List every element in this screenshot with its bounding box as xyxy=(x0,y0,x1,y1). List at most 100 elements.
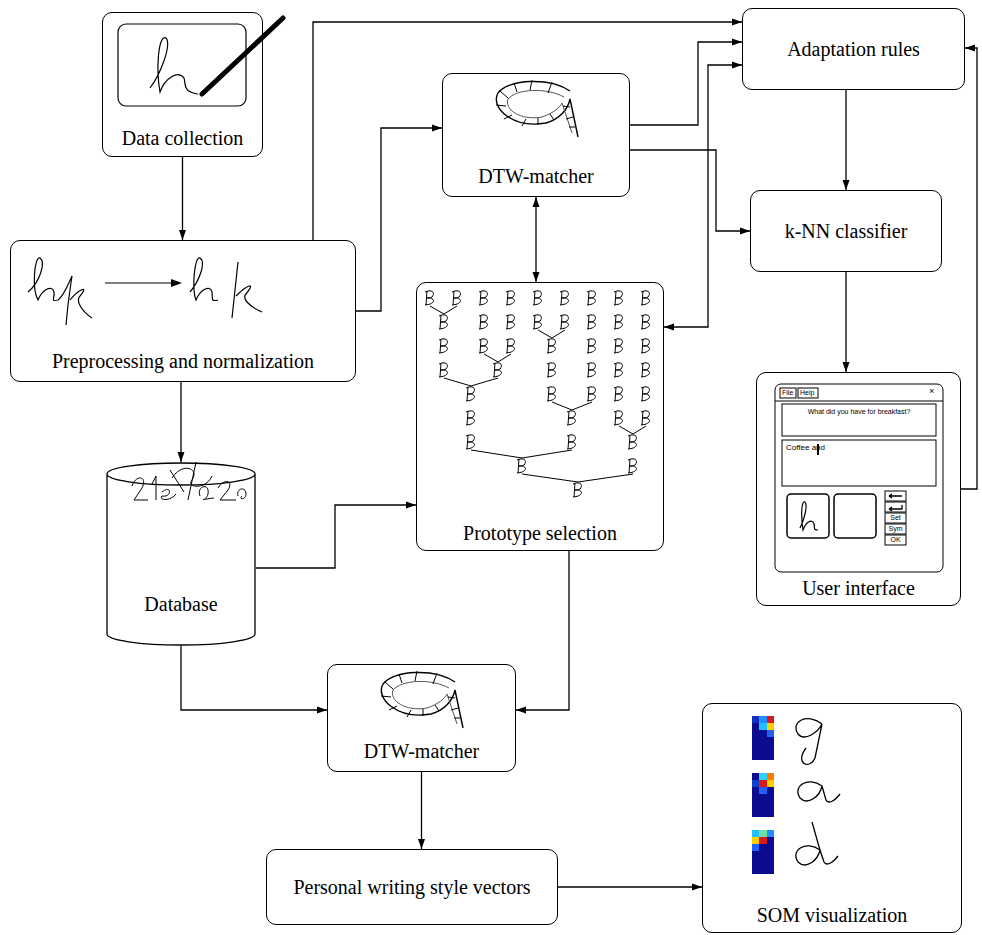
som-cell xyxy=(752,844,759,851)
som-map xyxy=(752,830,774,874)
handwritten-letter xyxy=(796,719,822,765)
glyph xyxy=(466,411,475,425)
connector xyxy=(845,272,846,372)
som-cell xyxy=(759,723,767,730)
glyph xyxy=(439,315,448,329)
som-cell xyxy=(759,837,767,844)
process-box: DTW-matcher xyxy=(327,664,516,772)
glyph xyxy=(614,387,623,401)
handwritten-letter xyxy=(796,822,838,865)
node-label: User interface xyxy=(802,577,915,600)
connector xyxy=(845,90,846,190)
connector xyxy=(256,505,416,568)
som-cell xyxy=(767,723,774,730)
glyph xyxy=(641,291,650,305)
node-label: Adaptation rules xyxy=(787,38,920,61)
normalized-handwriting xyxy=(190,258,262,318)
stylus xyxy=(202,18,283,94)
glyph xyxy=(641,411,650,425)
raw-handwriting xyxy=(28,258,92,325)
glyph xyxy=(506,339,515,353)
dendrogram xyxy=(425,291,650,497)
connector xyxy=(664,65,742,327)
button-label: Sym xyxy=(885,525,906,532)
glyph xyxy=(641,363,650,377)
glyph xyxy=(452,291,461,305)
handwriting-ink xyxy=(150,38,198,94)
ui-button xyxy=(885,502,906,512)
menu-button xyxy=(780,388,796,398)
tablet-outline xyxy=(118,24,246,106)
process-box: Adaptation rules xyxy=(742,8,965,90)
som-cell xyxy=(767,773,774,780)
connector xyxy=(181,646,327,710)
writing-box xyxy=(834,494,876,538)
som-cell xyxy=(752,830,759,837)
glyph xyxy=(517,459,526,473)
som-cell xyxy=(759,780,767,787)
glyph xyxy=(573,483,582,497)
transform-arrow xyxy=(105,282,172,283)
transform-arrowhead xyxy=(171,279,182,287)
glyph xyxy=(587,339,596,353)
connector xyxy=(516,551,569,710)
ui-button xyxy=(885,524,906,534)
device-frame xyxy=(775,384,943,572)
connector xyxy=(558,886,702,887)
glyph xyxy=(587,291,596,305)
connector xyxy=(182,157,183,240)
glyph xyxy=(614,339,623,353)
node-label: Data collection xyxy=(122,127,244,150)
connector xyxy=(421,772,422,849)
button-label: OK xyxy=(885,536,906,543)
menu-item: Help xyxy=(800,389,814,396)
som-cell xyxy=(752,830,774,874)
menu-item: File xyxy=(782,389,793,396)
som-cell xyxy=(752,773,774,817)
node-label: k-NN classifier xyxy=(785,220,908,243)
som-cell xyxy=(759,773,767,780)
glyph xyxy=(547,339,556,353)
glyph xyxy=(614,291,623,305)
connector xyxy=(535,197,536,282)
glyph xyxy=(641,339,650,353)
prompt-field xyxy=(782,404,936,436)
database-scribbles xyxy=(132,462,246,500)
glyph xyxy=(614,363,623,377)
glyph xyxy=(506,315,515,329)
node-label: Prototype selection xyxy=(463,522,617,545)
input-box: Data collection xyxy=(102,12,263,157)
glyph xyxy=(567,411,576,425)
cylinder-outline xyxy=(106,462,256,646)
glyph xyxy=(641,387,650,401)
connector xyxy=(961,48,977,489)
enter-icon xyxy=(889,505,902,511)
button-label: Set xyxy=(885,514,906,521)
connector xyxy=(630,42,742,125)
ui-button xyxy=(885,513,906,523)
glyph xyxy=(479,339,488,353)
glyph xyxy=(425,291,434,305)
glyph xyxy=(439,339,448,353)
som-cell xyxy=(767,716,774,723)
glyph xyxy=(587,363,596,377)
glyph xyxy=(439,363,448,377)
process-box: Preprocessing and normalization xyxy=(10,240,356,382)
connector xyxy=(630,150,750,231)
som-cell xyxy=(759,830,767,837)
writing-box xyxy=(787,494,829,538)
glyph xyxy=(641,315,650,329)
prompt-text: What did you have for breakfast? xyxy=(782,408,936,415)
glyph xyxy=(506,291,515,305)
glyph xyxy=(560,315,569,329)
handwritten-letter xyxy=(798,782,840,802)
output-box: Personal writing style vectors xyxy=(266,849,558,925)
input-text: Coffee and xyxy=(786,444,825,452)
node-label: Personal writing style vectors xyxy=(293,876,530,899)
glyph xyxy=(479,291,488,305)
glyph xyxy=(479,315,488,329)
node-label: DTW-matcher xyxy=(478,165,594,188)
glyph xyxy=(466,435,475,449)
glyph xyxy=(628,459,637,473)
